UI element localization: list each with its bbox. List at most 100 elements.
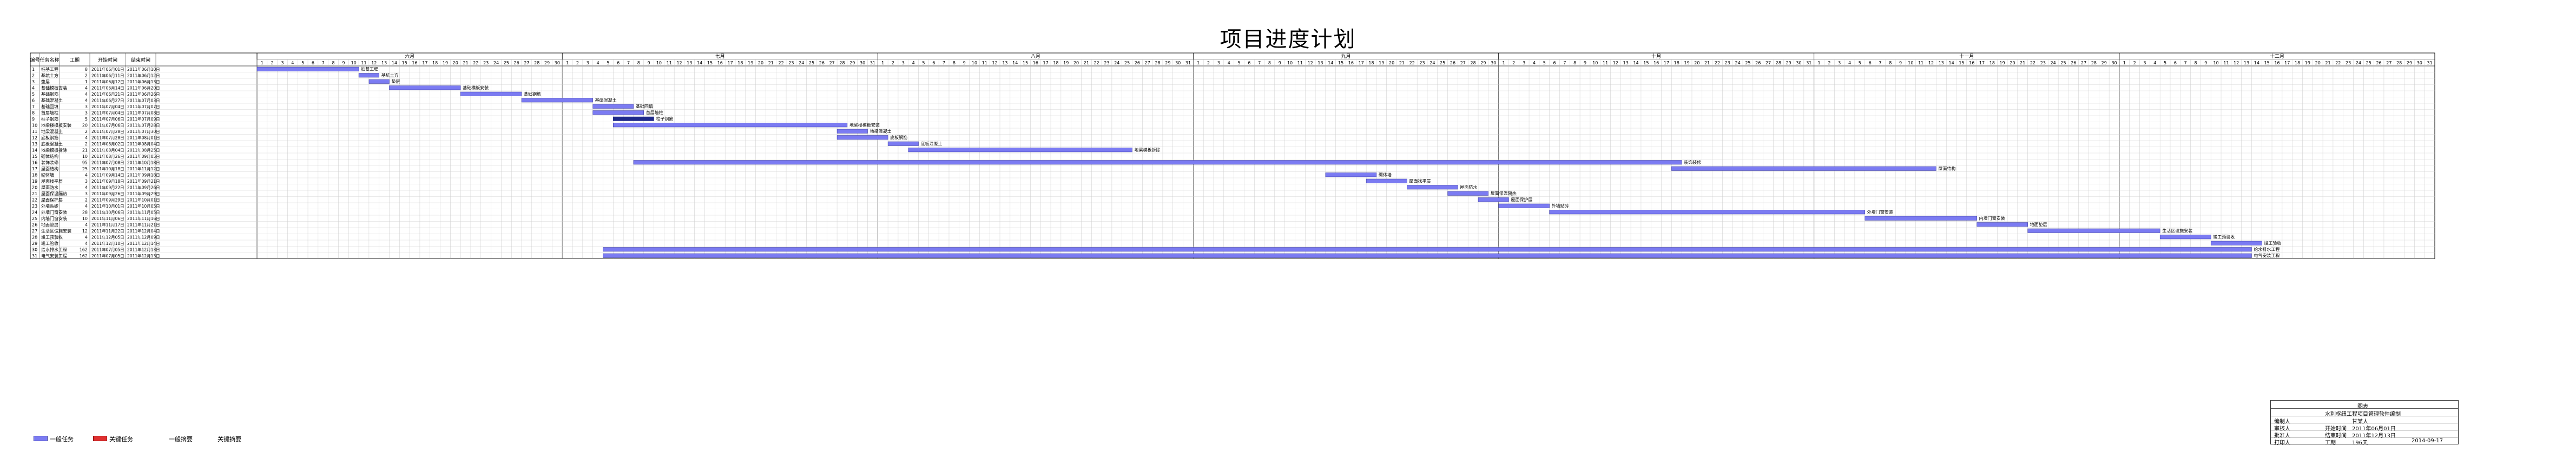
day-label: 27: [524, 61, 529, 65]
day-label: 25: [809, 61, 814, 65]
row-task-name: 基础回填: [41, 104, 58, 109]
row-end: 2011年11月12日: [127, 166, 160, 171]
row-start: 2011年11月17日: [91, 222, 124, 228]
day-label: 10: [351, 61, 357, 65]
day-label: 20: [1073, 61, 1079, 65]
day-label: 15: [1023, 61, 1028, 65]
row-duration: 2: [85, 129, 88, 134]
row-start: 2011年07月05日: [91, 247, 124, 252]
day-label: 25: [1440, 61, 1445, 65]
day-label: 8: [332, 61, 335, 65]
row-start: 2011年09月26日: [91, 191, 124, 196]
row-start: 2011年07月08日: [91, 160, 124, 165]
gantt-bar-label: 基础模板安装: [463, 85, 489, 90]
day-label: 12: [1308, 61, 1313, 65]
gantt-bar-label: 垫层: [392, 79, 400, 84]
header-id: 编号: [30, 57, 39, 63]
day-label: 27: [2386, 61, 2391, 65]
day-label: 14: [1633, 61, 1638, 65]
row-task-name: 屋面保护层: [41, 197, 63, 203]
row-id: 17: [32, 167, 37, 171]
day-label: 25: [1124, 61, 1130, 65]
day-label: 23: [1419, 61, 1425, 65]
row-duration: 4: [85, 185, 88, 190]
day-label: 14: [2254, 61, 2259, 65]
row-start: 2011年10月18日: [91, 166, 124, 171]
gantt-bar-label: 底板混凝土: [921, 141, 943, 147]
gantt-bar: [460, 91, 522, 96]
row-id: 29: [32, 241, 37, 246]
month-label: 十月: [1651, 53, 1661, 59]
row-task-name: 基础混凝土: [41, 98, 63, 103]
gantt-bar-label: 竣工预验收: [2213, 234, 2235, 240]
row-end: 2011年07月03日: [127, 98, 160, 103]
day-label: 25: [1745, 61, 1750, 65]
row-duration: 4: [85, 241, 88, 246]
day-label: 16: [412, 61, 417, 65]
month-label: 六月: [405, 53, 414, 59]
day-label: 6: [617, 61, 620, 65]
day-label: 22: [2335, 61, 2341, 65]
day-label: 6: [932, 61, 935, 65]
row-duration: 2: [85, 74, 88, 78]
row-duration: 25: [82, 167, 88, 171]
day-label: 14: [1328, 61, 1333, 65]
header-duration: 工期: [70, 57, 80, 63]
day-label: 22: [1094, 61, 1099, 65]
gantt-bar-label: 地面垫层: [2030, 222, 2047, 227]
day-label: 9: [1584, 61, 1586, 65]
day-label: 8: [953, 61, 956, 65]
day-label: 11: [2223, 61, 2229, 65]
row-end: 2011年06月10日: [127, 67, 160, 72]
day-label: 1: [1197, 61, 1200, 65]
row-end: 2011年07月08日: [127, 110, 160, 116]
row-task-name: 垫层: [41, 79, 50, 84]
row-end: 2011年12月09日: [127, 235, 160, 240]
row-end: 2011年10月18日: [127, 160, 160, 165]
gantt-bar-label: 地梁模板拆除: [1135, 147, 1161, 152]
day-label: 10: [1908, 61, 1913, 65]
day-label: 4: [291, 61, 294, 65]
day-label: 22: [1409, 61, 1415, 65]
row-start: 2011年09月14日: [91, 172, 124, 178]
day-label: 2: [1512, 61, 1515, 65]
row-task-name: 屋面结构: [41, 166, 58, 171]
day-label: 1: [1502, 61, 1505, 65]
day-label: 1: [566, 61, 569, 65]
row-task-name: 电气安装工程: [41, 253, 67, 258]
day-label: 5: [301, 61, 304, 65]
day-label: 28: [534, 61, 539, 65]
day-label: 12: [676, 61, 682, 65]
gantt-bar: [836, 129, 868, 134]
row-id: 13: [32, 142, 37, 147]
row-duration: 21: [82, 148, 88, 153]
day-label: 19: [1379, 61, 1384, 65]
row-task-name: 竣工预验收: [41, 235, 63, 240]
row-task-name: 内墙门窗安装: [41, 216, 67, 221]
day-label: 14: [1949, 61, 1954, 65]
gantt-bar-label: 装饰装修: [1684, 159, 1701, 165]
row-start: 2011年07月05日: [91, 253, 124, 258]
day-label: 21: [2325, 61, 2330, 65]
row-end: 2011年07月28日: [127, 123, 160, 128]
day-label: 27: [1460, 61, 1466, 65]
day-label: 18: [1989, 61, 1995, 65]
row-id: 7: [32, 104, 35, 109]
row-duration: 4: [85, 136, 88, 141]
gantt-bar: [1865, 216, 1977, 221]
day-label: 19: [2305, 61, 2310, 65]
day-label: 16: [1653, 61, 1659, 65]
row-task-name: 地面垫层: [41, 222, 58, 228]
day-label: 20: [758, 61, 763, 65]
day-label: 11: [1297, 61, 1303, 65]
day-label: 26: [819, 61, 825, 65]
day-label: 23: [2040, 61, 2046, 65]
row-duration: 5: [85, 117, 88, 122]
day-label: 18: [1674, 61, 1679, 65]
row-id: 31: [32, 254, 37, 258]
info-duration-label: 工期: [2325, 440, 2336, 446]
row-task-name: 砌体墙: [41, 172, 54, 178]
day-label: 3: [1523, 61, 1525, 65]
day-label: 27: [2081, 61, 2086, 65]
row-end: 2011年06月20日: [127, 85, 160, 91]
